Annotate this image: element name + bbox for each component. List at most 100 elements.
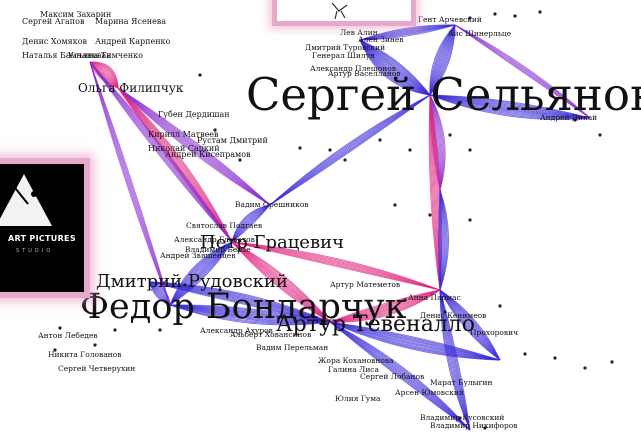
node-label: Максим Захарин (40, 10, 111, 19)
graph-node (598, 133, 602, 137)
graph-node (183, 283, 187, 287)
graph-edge (89, 61, 171, 306)
node-label: Сергей Агапов (22, 17, 85, 26)
graph-edge (231, 241, 441, 291)
graph-edge (89, 61, 233, 243)
node-label: Андрей Дикай (540, 113, 597, 122)
graph-edge (231, 241, 331, 323)
graph-edge (231, 241, 441, 291)
graph-edge (429, 94, 591, 120)
graph-edge (429, 94, 591, 119)
graph-node (483, 426, 487, 430)
node-label: Денис Хомяков (22, 37, 88, 46)
node-label: Александр Ахуров (200, 326, 273, 335)
graph-edge (117, 87, 271, 206)
graph-node (523, 352, 527, 356)
graph-edge (329, 321, 501, 361)
graph-edge (429, 94, 591, 119)
node-label: Святослав Подгаев (186, 221, 262, 230)
node-label: Анна Пармас (408, 293, 461, 302)
graph-edge (269, 94, 431, 206)
hub-label-gracevich: Петр Грацевич (200, 232, 344, 253)
node-label: Айс Шинерльце (448, 29, 512, 38)
graph-edge (231, 241, 441, 291)
graph-edge (231, 241, 441, 291)
graph-node (493, 12, 497, 16)
graph-edge (231, 241, 441, 291)
graph-edge (429, 94, 591, 119)
graph-edge (269, 94, 431, 206)
graph-edge (429, 94, 591, 119)
graph-node (93, 343, 97, 347)
graph-node (158, 328, 162, 332)
graph-edge (329, 289, 441, 323)
graph-edge (329, 321, 501, 361)
node-label: Андрей Кисепрамов (165, 150, 251, 159)
graph-edge (89, 61, 171, 306)
graph-edge (269, 94, 431, 206)
graph-edge (429, 94, 591, 119)
graph-edge (454, 24, 591, 119)
graph-edge (429, 24, 456, 96)
graph-edge (329, 321, 471, 431)
node-label: Николай Сацкий (148, 144, 220, 153)
node-label: Марина Ясенева (95, 17, 166, 26)
graph-edge (149, 281, 171, 306)
hub-label-filipchuk: Ольга Филипчук (78, 81, 184, 95)
graph-edge (89, 61, 171, 306)
graph-edge (89, 61, 233, 243)
graph-edge (89, 61, 233, 243)
graph-edge (429, 94, 591, 119)
logo-brand-text: ART PICTURES (8, 234, 76, 243)
graph-node (408, 148, 412, 152)
graph-edge (454, 24, 591, 119)
graph-edge (231, 241, 441, 291)
graph-edge (454, 24, 591, 119)
graph-node (58, 326, 62, 330)
node-label: Ален Зинев (358, 35, 404, 44)
graph-node (448, 133, 452, 137)
hub-label-selyanov: Сергей Сельянов (246, 68, 641, 121)
graph-edge (329, 321, 501, 361)
node-label: Владимир Берзе (185, 245, 251, 254)
graph-node (298, 146, 302, 150)
node-label: Владимир Кусовский (420, 413, 504, 422)
graph-node (468, 16, 472, 20)
graph-edge (329, 321, 471, 431)
graph-edge (89, 61, 233, 243)
graph-edge (169, 304, 331, 323)
graph-node (393, 203, 397, 207)
graph-edge (329, 321, 501, 361)
node-label: Дмитрий Туровский (305, 43, 385, 52)
graph-edge (359, 39, 431, 96)
graph-node (213, 128, 217, 132)
node-label: Альберт Ховансинов (230, 330, 311, 339)
graph-edge (438, 189, 441, 291)
graph-edge (269, 94, 431, 206)
graph-edge (169, 304, 331, 326)
graph-edge (329, 321, 501, 361)
graph-edge (169, 304, 331, 323)
node-label: Сергей Четверухин (58, 364, 135, 373)
node-label: Андрей Карпенко (95, 37, 171, 46)
node-label: Денис Кенимеов (420, 311, 486, 320)
node-label: Юлия Гума (335, 394, 381, 403)
node-label: Сергей Лобанов (360, 372, 424, 381)
graph-edge (231, 204, 271, 243)
node-label: Андрей Звяшенцев (160, 251, 235, 260)
node-label: Наталья Бамчановаа (22, 51, 111, 60)
graph-edge (329, 321, 501, 361)
node-label: Артур Матеметов (330, 280, 400, 289)
graph-edge (429, 94, 591, 119)
logo-sub-text: STUDIO (16, 248, 54, 254)
node-label: Генерал Шилун (312, 51, 375, 60)
node-label: Марат Булыгин (430, 378, 493, 387)
graph-edge (428, 94, 441, 291)
node-label: Лев Алин (340, 28, 378, 37)
graph-node (468, 148, 472, 152)
graph-edge (454, 24, 591, 119)
graph-edge (439, 289, 501, 361)
graph-edge (429, 94, 441, 291)
node-label: Ульяна Тимченко (68, 51, 143, 60)
